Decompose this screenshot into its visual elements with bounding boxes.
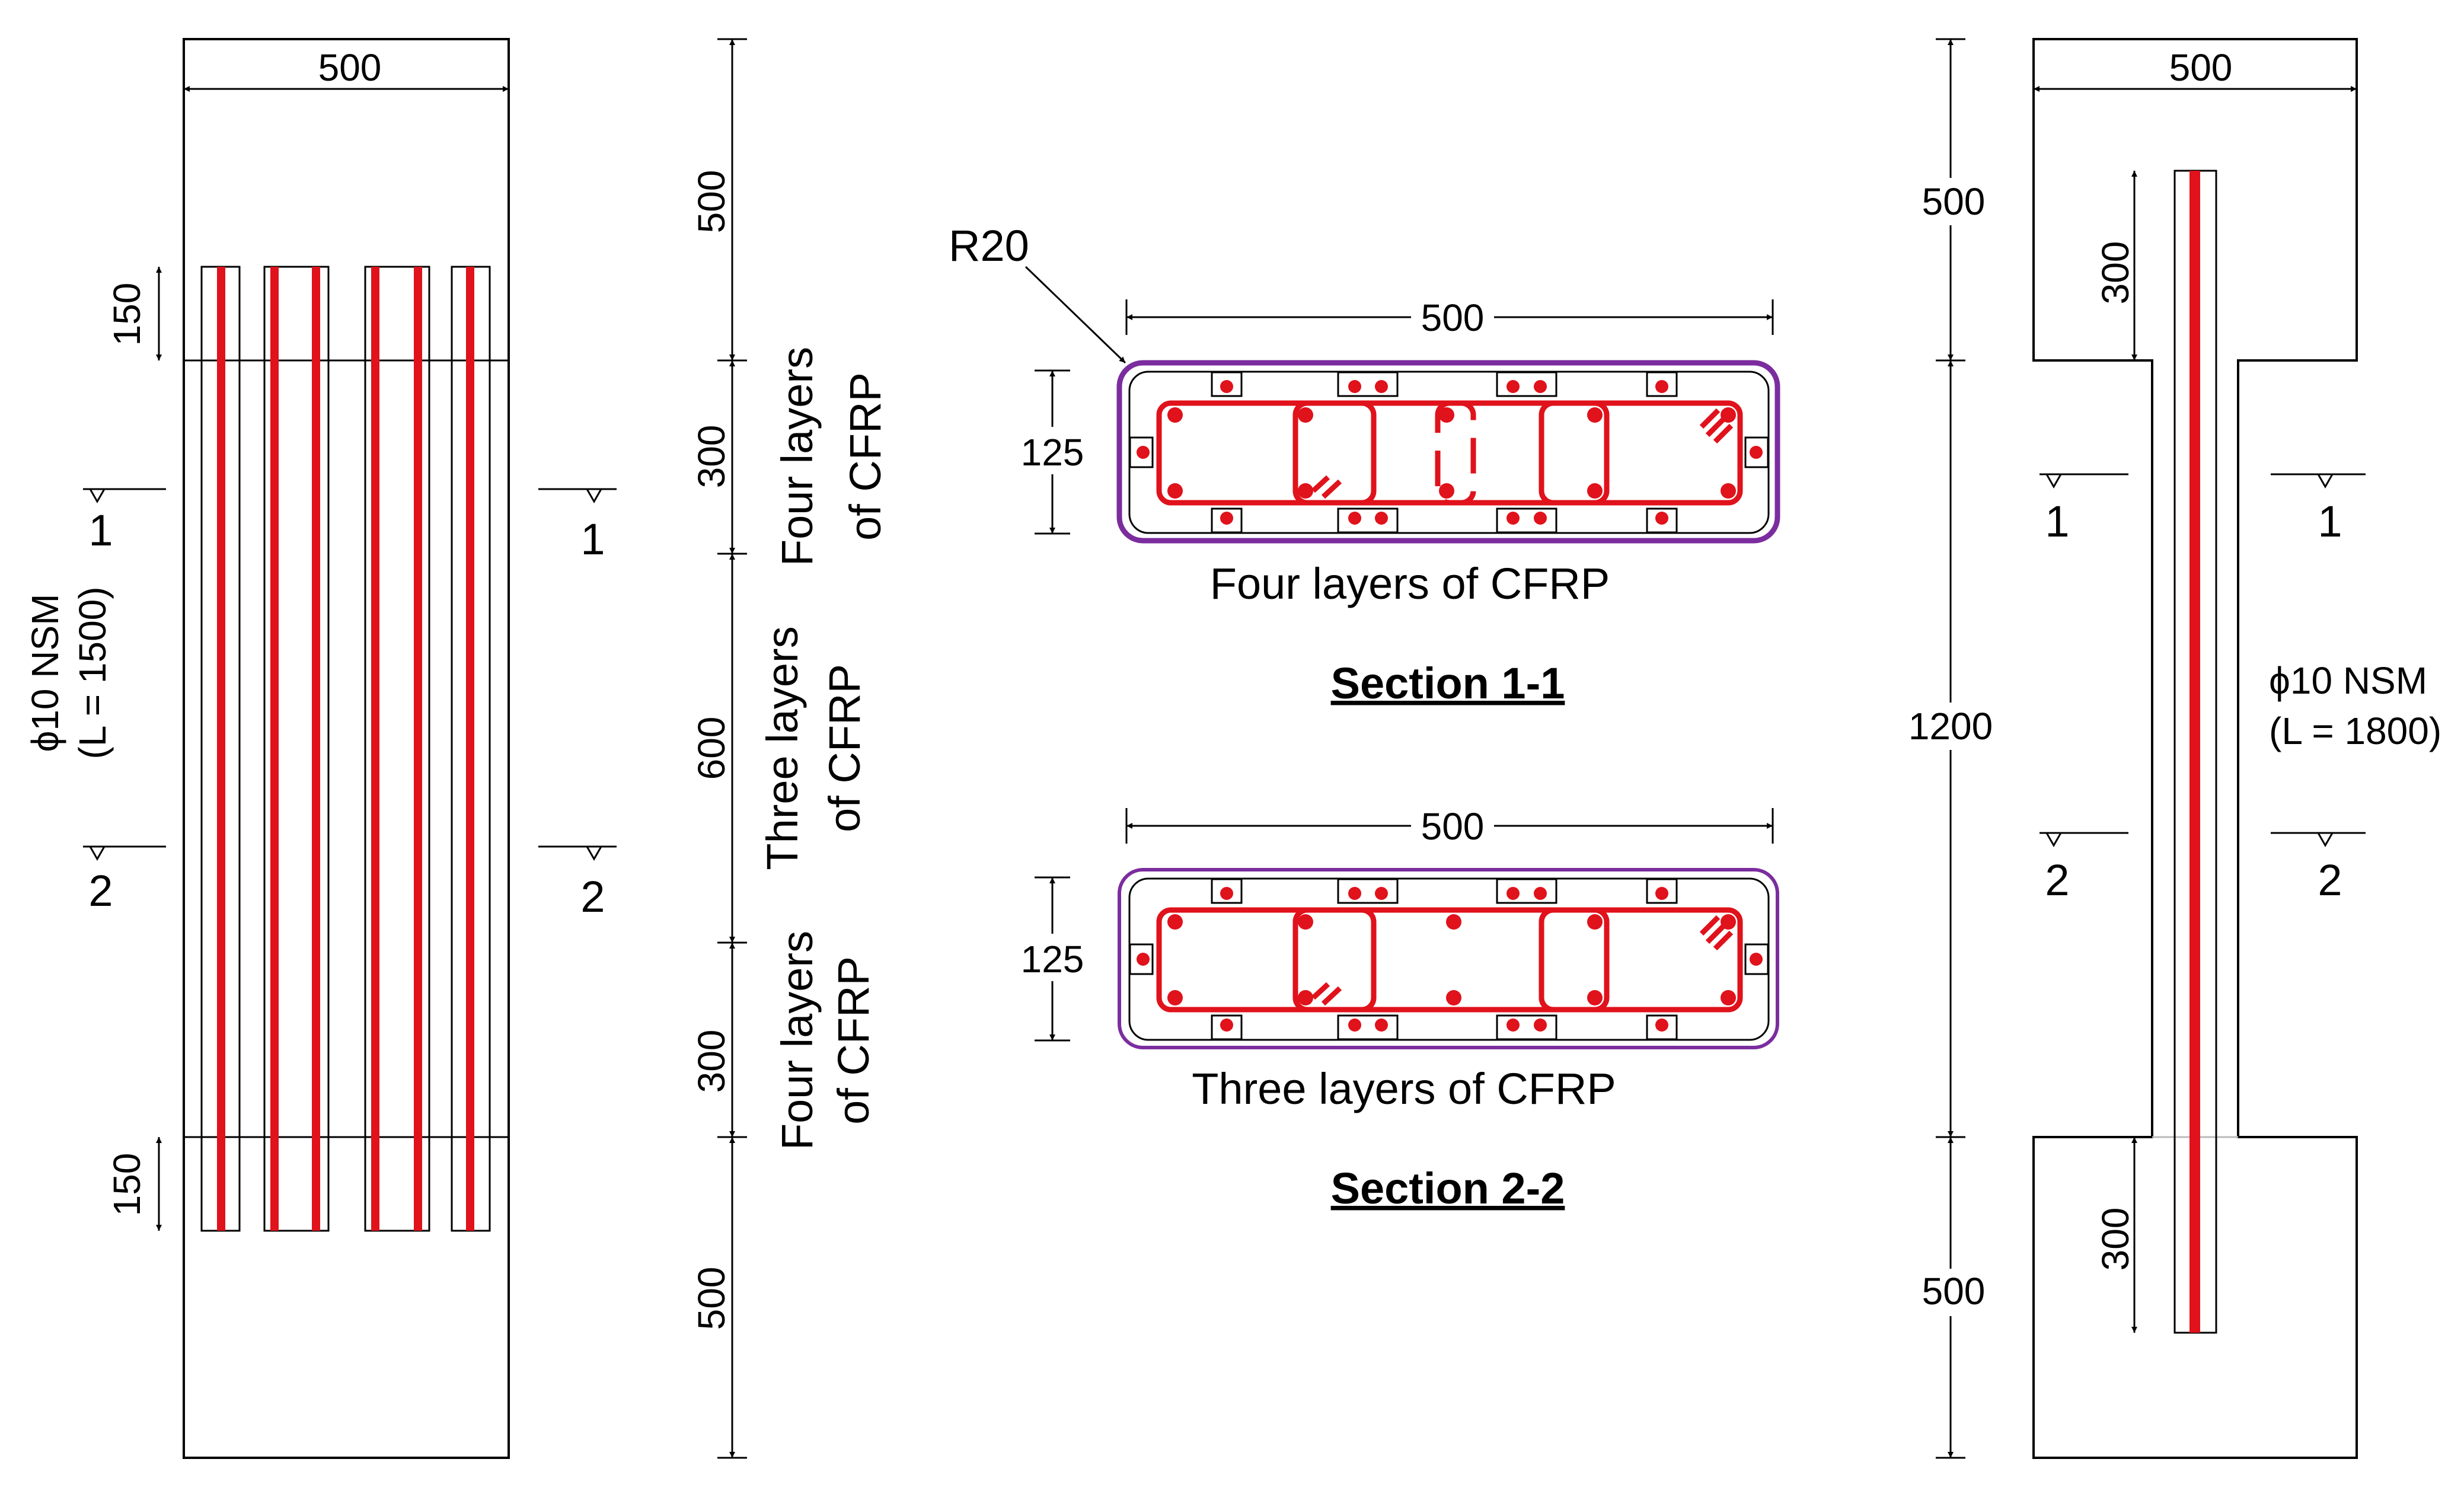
cut-1-left-label: 1 — [88, 506, 113, 555]
section-1-title: Section 1-1 — [1331, 659, 1565, 708]
section-depth-dim-label: 125 — [1021, 431, 1084, 474]
anchor-top-label: 300 — [2094, 241, 2137, 305]
zone-mid-label-1: Three layers — [758, 626, 807, 870]
zone-top-label-1: Four layers — [773, 347, 822, 566]
dim-mask — [1411, 293, 1494, 335]
nsm-bar — [2189, 171, 2200, 1333]
cut-2-left-arrow — [2045, 832, 2063, 848]
inner-stirrup-2 — [1539, 907, 1610, 1013]
cut-1-left-arrow — [2045, 473, 2063, 489]
anchor-dim-bottom-label: 150 — [106, 1153, 148, 1217]
section-2-caption: Three layers of CFRP — [1192, 1064, 1616, 1113]
width-dim-label: 500 — [2169, 46, 2233, 89]
zone-bot-label-2: of CFRP — [829, 956, 878, 1125]
cut-1-right-arrow — [585, 488, 603, 504]
cut-1-left-arrow — [88, 488, 106, 504]
cut-2-right-arrow — [2316, 832, 2334, 848]
dim-top-label: 500 — [1922, 180, 1986, 223]
front-elevation: 500 150 150 1 1 2 2 — [24, 38, 617, 1459]
dim-2-label: 300 — [690, 425, 733, 489]
longitudinal-bars — [1167, 407, 1736, 499]
section-1-1: R20 500 125 Four — [949, 221, 1780, 708]
height-dimension-chain: 500 300 600 300 500 Four layers of CFRP … — [690, 38, 890, 1459]
inner-stirrup-1 — [1292, 400, 1377, 506]
dim-mask — [1411, 802, 1494, 844]
nsm-bar — [312, 267, 320, 1231]
inner-stirrup-2 — [1539, 400, 1610, 506]
dim-mask — [1008, 427, 1097, 474]
dim-mask — [1008, 934, 1097, 981]
nsm-label-line-2: (L = 1500) — [71, 586, 114, 759]
section-depth-dim-label: 125 — [1021, 938, 1084, 981]
zone-bot-label-1: Four layers — [773, 931, 822, 1150]
dim-bot-label: 500 — [1922, 1270, 1986, 1313]
cut-2-left-label: 2 — [2045, 855, 2069, 905]
nsm-label-line-1: ϕ10 NSM — [2269, 659, 2427, 702]
cut-1-right-arrow — [2316, 473, 2334, 489]
outer-stirrup — [1156, 907, 1743, 1013]
cross-tie — [1435, 400, 1476, 506]
corner-radius-leader — [1024, 266, 1126, 364]
section-2-title: Section 2-2 — [1331, 1164, 1565, 1213]
section-width-dim-label: 500 — [1421, 296, 1485, 339]
stirrup-hook — [1311, 982, 1342, 1006]
cut-2-right-label: 2 — [580, 872, 605, 921]
longitudinal-bars — [1167, 914, 1736, 1005]
cut-2-right-label: 2 — [2318, 855, 2342, 905]
nsm-bars — [1137, 887, 1763, 1032]
nsm-bars — [1137, 380, 1763, 525]
corner-radius-label: R20 — [949, 221, 1029, 270]
anchor-dim-top-label: 150 — [106, 283, 148, 346]
width-dim-label: 500 — [318, 46, 382, 89]
cut-2-left-label: 2 — [88, 866, 113, 915]
cut-1-right-label: 1 — [580, 515, 605, 564]
nsm-label-line-2: (L = 1800) — [2269, 710, 2441, 752]
nsm-bar — [270, 267, 279, 1231]
zone-mid-label-2: of CFRP — [820, 664, 869, 832]
nsm-bar — [217, 267, 225, 1231]
side-elevation: 500 500 1200 500 300 300 1 1 2 2 ϕ10 NSM — [1897, 38, 2441, 1459]
dim-4-label: 300 — [690, 1030, 733, 1093]
wall-profile-outline — [2032, 38, 2358, 1459]
dim-5-label: 500 — [690, 1267, 733, 1330]
nsm-groove — [364, 266, 430, 1232]
zone-top-label-2: of CFRP — [841, 372, 890, 541]
cut-1-left-label: 1 — [2045, 497, 2069, 546]
dim-mask — [1897, 703, 2004, 750]
cut-2-left-arrow — [88, 845, 106, 861]
nsm-grooves — [1129, 371, 1769, 534]
cut-2-right-arrow — [585, 845, 603, 861]
dim-mask — [1909, 178, 1992, 225]
section-2-2: 500 125 Three layers of CFRP Section 2-2 — [1008, 802, 1779, 1213]
nsm-strips — [200, 266, 491, 1232]
cfrp-jacket — [1118, 868, 1779, 1049]
cut-1-right-label: 1 — [2318, 497, 2342, 546]
inner-stirrup-1 — [1292, 907, 1377, 1013]
section-1-caption: Four layers of CFRP — [1210, 559, 1610, 608]
dim-mask — [1909, 1269, 1992, 1316]
dim-mid-label: 1200 — [1908, 705, 1993, 748]
stirrup-hook — [1311, 475, 1342, 499]
anchor-bot-label: 300 — [2094, 1208, 2137, 1271]
section-width-dim-label: 500 — [1421, 805, 1485, 848]
nsm-groove — [263, 266, 330, 1232]
nsm-bar — [466, 267, 474, 1231]
nsm-bar — [371, 267, 379, 1231]
nsm-grooves — [1129, 878, 1769, 1040]
dim-3-label: 600 — [690, 717, 733, 780]
nsm-label-line-1: ϕ10 NSM — [24, 593, 66, 752]
wall-outline — [183, 38, 510, 1459]
dim-1-label: 500 — [690, 170, 733, 234]
nsm-bar — [414, 267, 422, 1231]
cfrp-jacket — [1116, 360, 1780, 544]
